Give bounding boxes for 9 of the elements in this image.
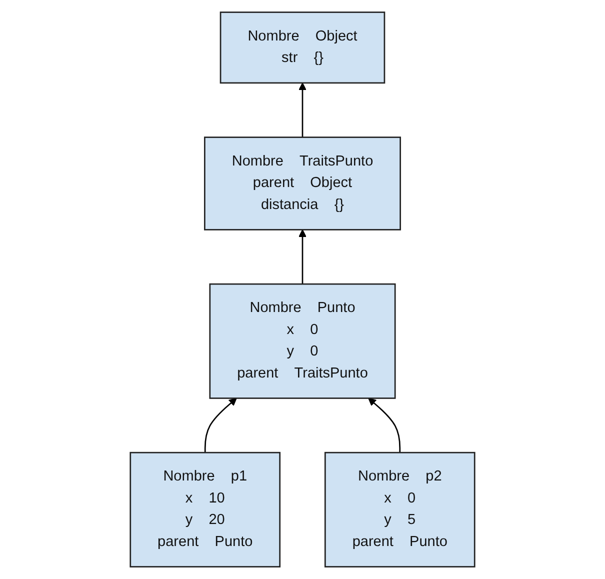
arrow: [204, 398, 237, 453]
node-box: [324, 452, 476, 568]
node-box: [209, 283, 396, 399]
node-box: [130, 452, 281, 568]
node-box: [204, 136, 401, 230]
node-box: [220, 12, 386, 84]
arrow: [368, 398, 401, 453]
arrow: [298, 82, 306, 138]
arrow: [298, 229, 306, 284]
